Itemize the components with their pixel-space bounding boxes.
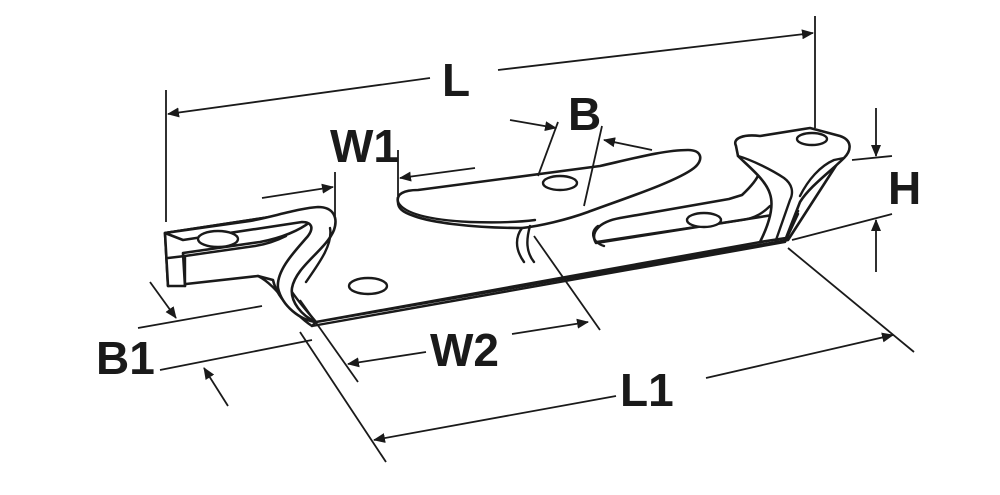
dim-W2-extension-left: [299, 299, 359, 383]
dim-B1-arrow-top: [149, 281, 177, 319]
bolt-hole-top: [795, 131, 829, 147]
dim-L1-line-right: [705, 332, 894, 379]
label-L: L: [442, 54, 470, 106]
dim-B-extension-left: [537, 121, 559, 177]
dim-H-extension-bottom: [791, 213, 893, 241]
dim-B1-extension-top: [137, 305, 263, 329]
dim-L1-extension-left: [299, 331, 387, 463]
dim-H-extension-top: [851, 155, 893, 161]
dim-B-line-right: [603, 137, 653, 151]
dim-B-extension-right: [583, 125, 603, 207]
dim-B1-extension-bottom: [159, 339, 313, 371]
bolt-hole-left: [196, 229, 240, 249]
dim-L-line-right: [497, 29, 814, 71]
right-horn: [733, 126, 851, 244]
dim-W2-extension-right: [533, 235, 601, 331]
dim-B1-arrow-bottom: [203, 367, 229, 407]
dim-L1-line-left: [373, 395, 617, 443]
label-B: B: [568, 88, 601, 140]
dim-L1-extension-right: [787, 247, 915, 353]
label-H: H: [888, 162, 921, 214]
bolt-hole-center: [541, 174, 579, 192]
dim-W2-line-left: [347, 351, 427, 368]
label-L1: L1: [620, 364, 674, 416]
cleat-drawing: [163, 126, 851, 328]
dimension-lines: [137, 16, 915, 463]
dim-W2-line-right: [511, 318, 589, 335]
label-W2: W2: [430, 324, 499, 376]
label-B1: B1: [96, 332, 155, 384]
label-W1: W1: [330, 120, 399, 172]
bolt-hole-right: [685, 211, 723, 229]
dimension-labels: L L1 B B1 W1 W2 H: [96, 54, 921, 416]
dim-L-line-left: [167, 77, 431, 118]
bolt-hole-front: [347, 276, 389, 296]
dim-B-line-left: [509, 119, 557, 132]
dim-W1-line-right: [399, 167, 476, 182]
dim-W1-line-left: [261, 183, 334, 199]
